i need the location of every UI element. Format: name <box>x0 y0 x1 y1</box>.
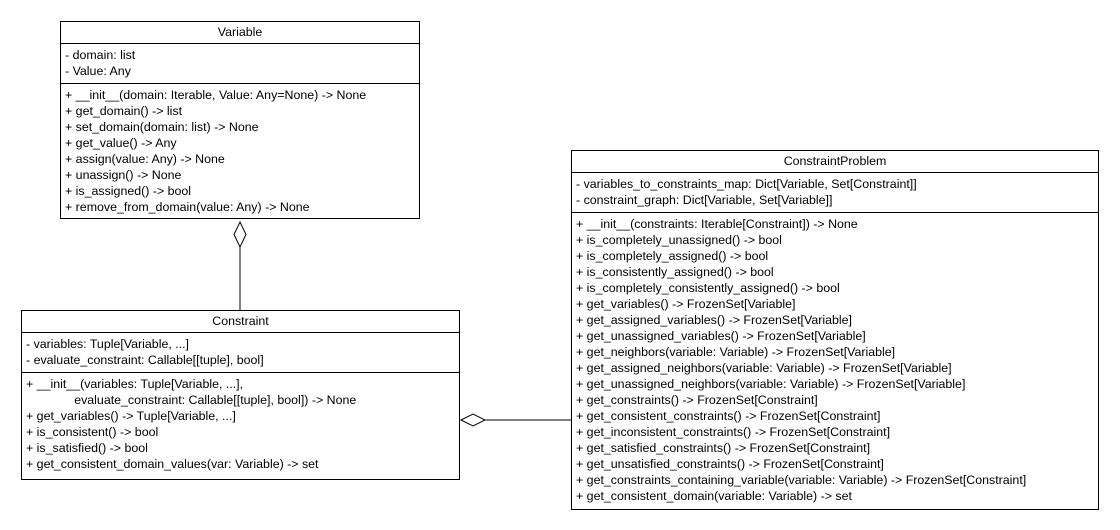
class-constraint-problem[interactable]: ConstraintProblem - variables_to_constra… <box>571 150 1099 510</box>
attributes-compartment: - domain: list - Value: Any <box>61 44 419 84</box>
method-row: + get_consistent_domain(variable: Variab… <box>576 489 852 503</box>
method-row: + __init__(constraints: Iterable[Constra… <box>576 217 858 231</box>
aggregation-variable-constraint <box>233 220 247 310</box>
method-row: + get_constraints() -> FrozenSet[Constra… <box>576 393 818 407</box>
method-row: + get_assigned_neighbors(variable: Varia… <box>576 361 952 375</box>
attribute-row: - variables: Tuple[Variable, ...] <box>26 337 189 351</box>
class-name: Constraint <box>22 311 459 333</box>
method-row: + get_consistent_constraints() -> Frozen… <box>576 409 881 423</box>
method-row: + __init__(domain: Iterable, Value: Any=… <box>65 88 367 102</box>
method-row: + remove_from_domain(value: Any) -> None <box>65 200 310 214</box>
method-row: + get_unassigned_variables() -> FrozenSe… <box>576 329 866 343</box>
method-row: + get_unsatisfied_constraints() -> Froze… <box>576 457 884 471</box>
aggregation-diamond-icon <box>459 413 487 427</box>
method-row: evaluate_constraint: Callable[[tuple], b… <box>26 393 357 407</box>
method-row: + get_consistent_domain_values(var: Vari… <box>26 457 319 471</box>
method-row: + is_consistently_assigned() -> bool <box>576 265 774 279</box>
class-variable[interactable]: Variable - domain: list - Value: Any + __… <box>60 21 420 219</box>
method-row: + get_domain() -> list <box>65 104 183 118</box>
method-row: + is_completely_consistently_assigned() … <box>576 281 840 295</box>
method-row: + assign(value: Any) -> None <box>65 152 225 166</box>
method-row: + get_assigned_variables() -> FrozenSet[… <box>576 313 852 327</box>
method-row: + set_domain(domain: list) -> None <box>65 120 259 134</box>
method-row: + is_completely_assigned() -> bool <box>576 249 769 263</box>
attribute-row: - variables_to_constraints_map: Dict[Var… <box>576 177 917 191</box>
aggregation-diamond-icon <box>233 220 247 249</box>
aggregation-constraint-constraintproblem <box>459 413 571 427</box>
method-row: + get_constraints_containing_variable(va… <box>576 473 1027 487</box>
attribute-row: - evaluate_constraint: Callable[[tuple],… <box>26 353 264 367</box>
method-row: + get_value() -> Any <box>65 136 177 150</box>
method-row: + get_neighbors(variable: Variable) -> F… <box>576 345 896 359</box>
class-name: ConstraintProblem <box>572 151 1098 173</box>
attribute-row: - domain: list <box>65 48 136 62</box>
attributes-compartment: - variables_to_constraints_map: Dict[Var… <box>572 173 1098 213</box>
method-row: + __init__(variables: Tuple[Variable, ..… <box>26 377 244 391</box>
methods-compartment: + __init__(variables: Tuple[Variable, ..… <box>22 373 459 476</box>
method-row: + unassign() -> None <box>65 168 182 182</box>
methods-compartment: + __init__(domain: Iterable, Value: Any=… <box>61 84 419 219</box>
class-name: Variable <box>61 22 419 44</box>
method-row: + get_satisfied_constraints() -> FrozenS… <box>576 441 871 455</box>
method-row: + get_unassigned_neighbors(variable: Var… <box>576 377 966 391</box>
methods-compartment: + __init__(constraints: Iterable[Constra… <box>572 213 1098 508</box>
attribute-row: - Value: Any <box>65 64 131 78</box>
method-row: + get_variables() -> Tuple[Variable, ...… <box>26 409 236 423</box>
method-row: + get_inconsistent_constraints() -> Froz… <box>576 425 891 439</box>
attribute-row: - constraint_graph: Dict[Variable, Set[V… <box>576 193 833 207</box>
method-row: + is_consistent() -> bool <box>26 425 159 439</box>
method-row: + is_completely_unassigned() -> bool <box>576 233 782 247</box>
method-row: + is_satisfied() -> bool <box>26 441 148 455</box>
method-row: + get_variables() -> FrozenSet[Variable] <box>576 297 796 311</box>
method-row: + is_assigned() -> bool <box>65 184 192 198</box>
class-constraint[interactable]: Constraint - variables: Tuple[Variable, … <box>21 310 460 480</box>
attributes-compartment: - variables: Tuple[Variable, ...] - evalu… <box>22 333 459 373</box>
